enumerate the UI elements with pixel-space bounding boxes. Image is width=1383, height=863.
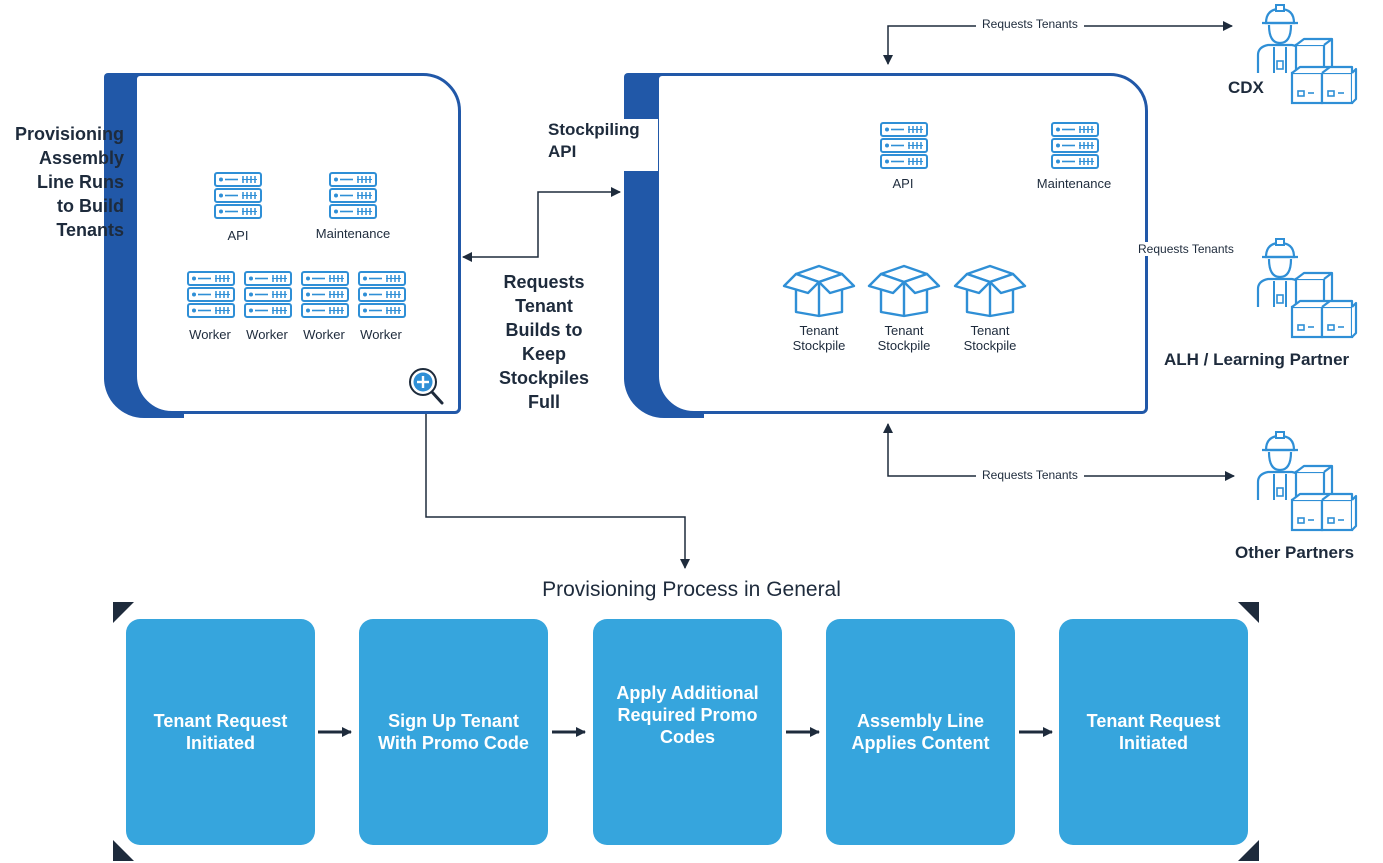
server-icon [301, 271, 349, 324]
server-label-maintenance: Maintenance [1036, 176, 1112, 191]
corner-top-left [113, 602, 134, 623]
stockpile-label: Tenant Stockpile [963, 323, 1017, 353]
partner-name-other: Other Partners [1235, 543, 1355, 562]
partner-name-alh: ALH / Learning Partner [1164, 350, 1350, 369]
magnify-plus-icon[interactable] [409, 368, 444, 405]
connector-other-partners [883, 423, 1235, 481]
worker-label: Worker [189, 327, 231, 342]
connector-cdx [883, 21, 1233, 65]
connector-zoom-process [425, 405, 690, 569]
process-step: Tenant Request Initiated [1059, 619, 1248, 845]
corner-bottom-right [1238, 840, 1259, 861]
server-icon [187, 271, 235, 324]
partner-name-cdx: CDX [1228, 78, 1264, 97]
server-icon [358, 271, 406, 324]
stockpile-label: Tenant Stockpile [792, 323, 846, 353]
process-step: Assembly Line Applies Content [826, 619, 1015, 845]
delivery-worker-icon [1248, 430, 1358, 539]
process-title: Provisioning Process in General [542, 578, 841, 601]
worker-label: Worker [303, 327, 345, 342]
request-label-other: Requests Tenants [976, 468, 1084, 482]
server-label-api: API [227, 228, 249, 243]
worker-label: Worker [360, 327, 402, 342]
process-step: Sign Up Tenant With Promo Code [359, 619, 548, 845]
worker-label: Worker [246, 327, 288, 342]
server-label-maintenance: Maintenance [315, 226, 391, 241]
request-label-alh: Requests Tenants [1132, 242, 1240, 256]
server-icon [1051, 122, 1099, 175]
assembly-line-panel [134, 73, 461, 414]
server-icon [214, 172, 262, 225]
connector-left-right [462, 187, 621, 262]
process-step: Apply Additional Required Promo Codes [593, 619, 782, 845]
corner-top-right [1238, 602, 1259, 623]
server-icon [244, 271, 292, 324]
box-icon [866, 262, 942, 323]
server-icon [880, 122, 928, 175]
assembly-line-title: Provisioning Assembly Line Runs to Build… [14, 124, 124, 240]
box-icon [952, 262, 1028, 323]
box-icon [781, 262, 857, 323]
corner-bottom-left [113, 840, 134, 861]
stockpile-label: Tenant Stockpile [877, 323, 931, 353]
tenant-builds-label: Requests Tenant Builds to Keep Stockpile… [498, 272, 590, 412]
stockpiling-api-tab: Stockpiling API [543, 119, 658, 171]
process-step: Tenant Request Initiated [126, 619, 315, 845]
delivery-worker-icon [1248, 3, 1358, 112]
server-label-api: API [892, 176, 914, 191]
server-icon [329, 172, 377, 225]
delivery-worker-icon [1248, 237, 1358, 346]
request-label-cdx: Requests Tenants [976, 17, 1084, 31]
